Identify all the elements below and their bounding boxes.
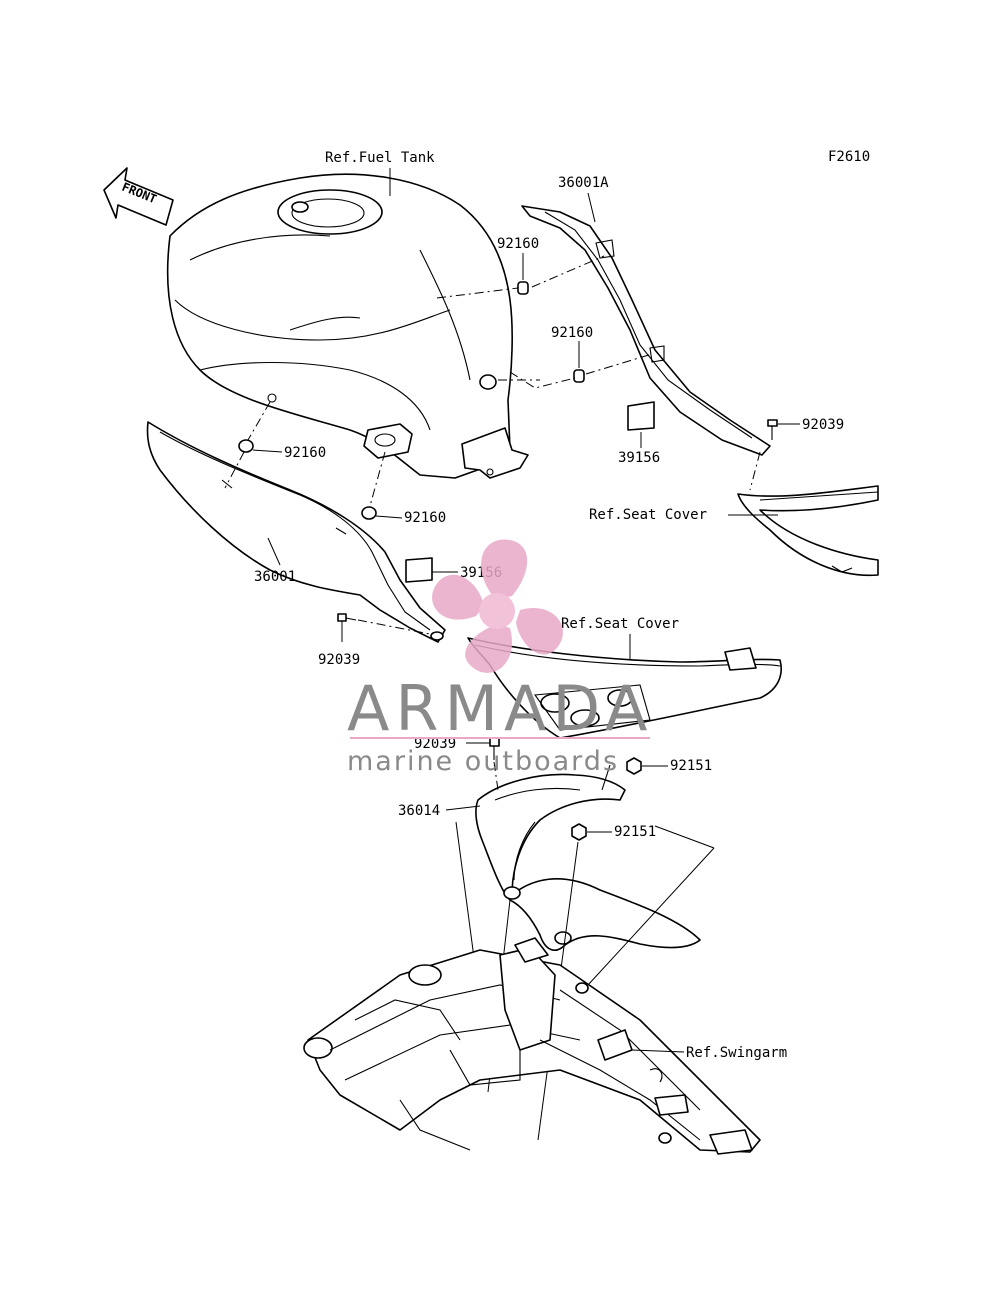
bolt-92039-right xyxy=(749,419,800,491)
part-92039-a-label: 92039 xyxy=(802,417,844,433)
pad-39156-upper xyxy=(627,401,655,448)
ref-seat-cover-upper-label: Ref.Seat Cover xyxy=(589,507,707,523)
side-cover-36001A xyxy=(521,205,771,456)
pad-39156-lower xyxy=(405,557,458,583)
part-36001-label: 36001 xyxy=(254,569,296,585)
seat-cover-upper-illustration xyxy=(737,485,879,577)
armada-logo-icon xyxy=(432,539,563,673)
seat-cover-lower-illustration xyxy=(467,637,782,739)
part-92160-c-label: 92160 xyxy=(284,445,326,461)
grommet-92160-mid xyxy=(498,341,653,389)
part-92160-d-label: 92160 xyxy=(404,510,446,526)
part-92160-b-label: 92160 xyxy=(551,325,593,341)
part-36014-label: 36014 xyxy=(398,803,440,819)
nut-92151-upper xyxy=(626,757,668,775)
ref-swingarm-label: Ref.Swingarm xyxy=(686,1045,787,1061)
bolt-92039-left xyxy=(337,613,431,642)
side-cover-36001 xyxy=(146,421,446,643)
grommet-92160-upper xyxy=(436,253,605,299)
rear-fender-36014 xyxy=(475,764,701,951)
part-92151-a-label: 92151 xyxy=(670,758,712,774)
figure-code: F2610 xyxy=(828,149,870,165)
grommet-92160-left xyxy=(224,401,283,489)
grommet-92160-lower xyxy=(361,451,403,520)
ref-seat-cover-lower-label: Ref.Seat Cover xyxy=(561,616,679,632)
part-92039-b-label: 92039 xyxy=(318,652,360,668)
ref-fuel-tank-label: Ref.Fuel Tank xyxy=(325,150,435,166)
part-92039-c-label: 92039 xyxy=(414,736,456,752)
part-39156-a-label: 39156 xyxy=(618,450,660,466)
nut-92151-lower xyxy=(571,823,612,841)
swingarm-illustration xyxy=(303,937,761,1155)
watermark-tagline: marine outboards xyxy=(347,746,619,777)
part-92151-b-label: 92151 xyxy=(614,824,656,840)
part-36001A-label: 36001A xyxy=(558,175,609,191)
fuel-tank-illustration xyxy=(166,173,529,479)
front-arrow-icon: FRONT xyxy=(103,167,174,226)
watermark-brand: ARMADA xyxy=(347,672,653,745)
part-92160-a-label: 92160 xyxy=(497,236,539,252)
